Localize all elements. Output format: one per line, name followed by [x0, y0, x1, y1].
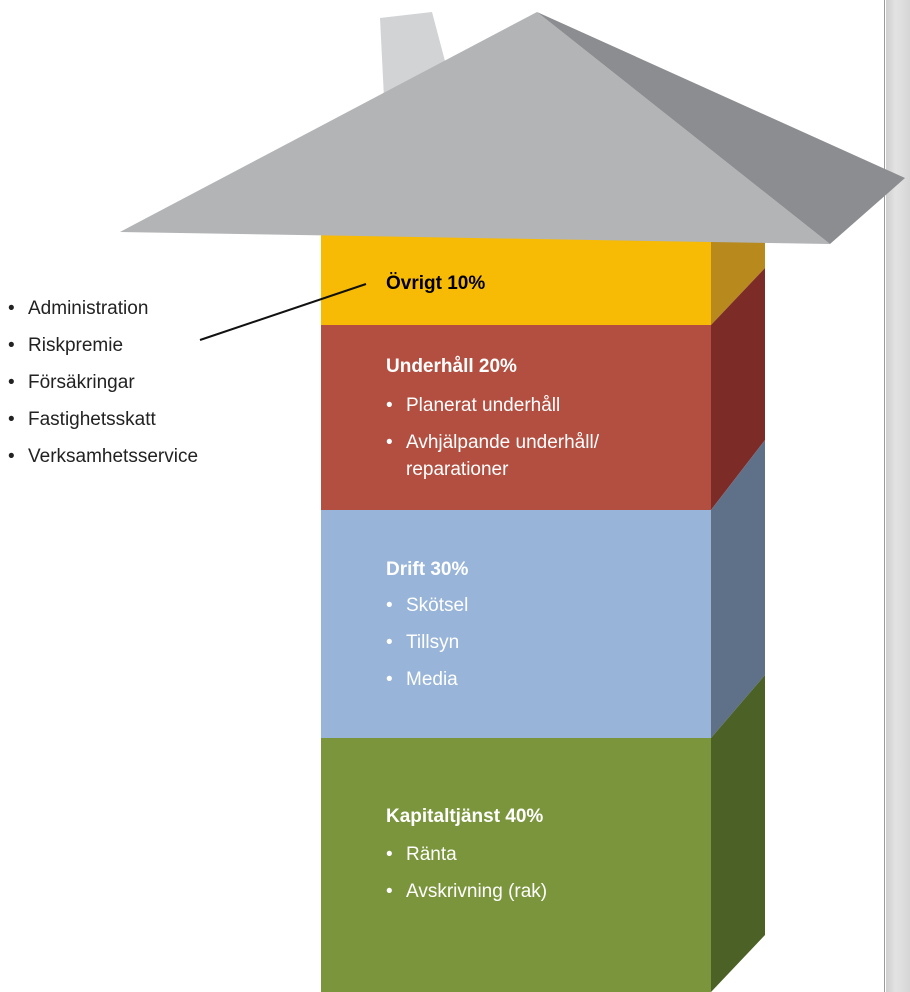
list-item: •Riskpremie — [8, 335, 124, 356]
list-item: •Skötsel — [386, 595, 469, 616]
block-kapital — [321, 738, 711, 992]
list-item: •Administration — [8, 298, 149, 319]
list-item: •Planerat underhåll — [386, 395, 561, 416]
page-border — [884, 0, 885, 992]
list-item: •Tillsyn — [386, 632, 460, 653]
heading-drift: Drift 30% — [386, 559, 469, 580]
page-shadow — [886, 0, 910, 992]
side-drift — [711, 440, 765, 738]
list-item: •Ränta — [386, 844, 457, 865]
side-underhall — [711, 268, 765, 510]
connector-line — [199, 283, 367, 341]
heading-underhall: Underhåll 20% — [386, 356, 517, 377]
list-item: •Försäkringar — [8, 372, 135, 393]
side-kapital — [711, 675, 765, 992]
block-ovrigt — [321, 232, 711, 325]
roof-front — [120, 12, 830, 244]
block-drift — [321, 510, 711, 738]
list-item: •Verksamhetsservice — [8, 446, 199, 467]
block-underhall — [321, 325, 711, 510]
side-ovrigt — [711, 232, 765, 325]
list-item: •Fastighetsskatt — [8, 409, 156, 430]
heading-kapital: Kapitaltjänst 40% — [386, 806, 544, 827]
heading-ovrigt: Övrigt 10% — [386, 273, 486, 294]
roof-side — [537, 12, 905, 244]
list-item: •Media — [386, 669, 458, 690]
list-item-continuation: reparationer — [406, 459, 509, 480]
list-item: •Avskrivning (rak) — [386, 881, 548, 902]
list-item: •Avhjälpande underhåll/ — [386, 432, 599, 453]
